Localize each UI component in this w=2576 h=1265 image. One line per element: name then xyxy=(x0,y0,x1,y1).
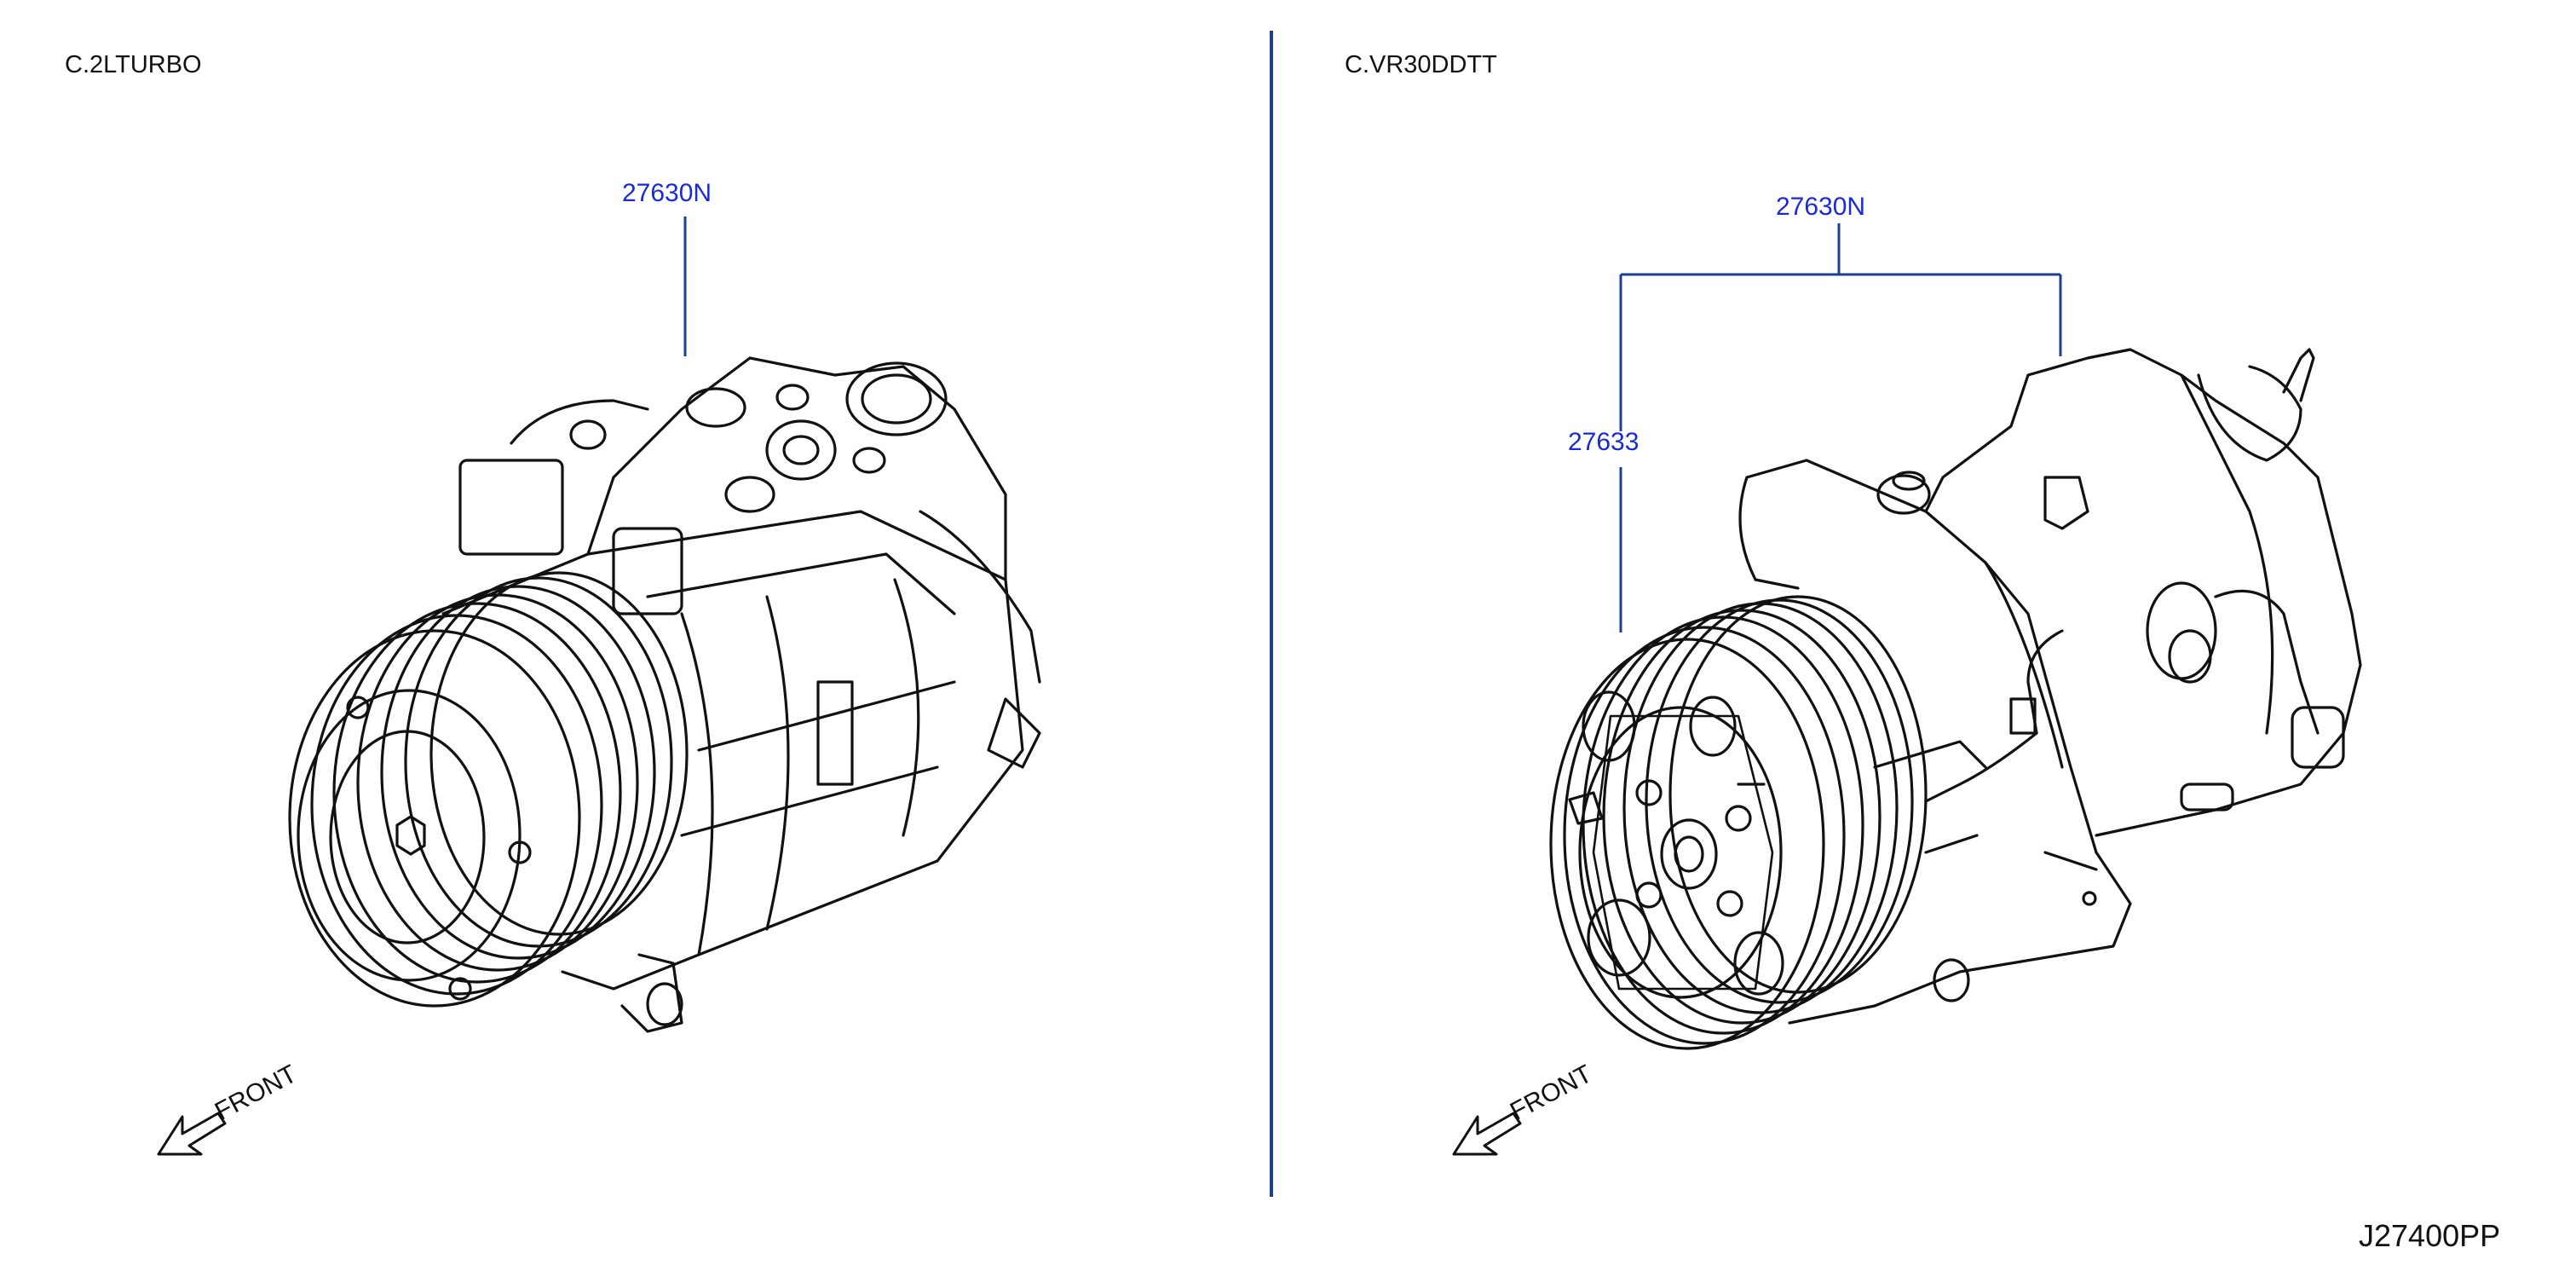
engine-label-left: C.2LTURBO xyxy=(65,51,202,78)
part-callout-right-27633[interactable]: 27633 xyxy=(1568,428,1640,456)
compressor-illustration-right xyxy=(1549,348,2362,1050)
part-callout-right-27630N[interactable]: 27630N xyxy=(1776,193,1866,221)
leader-bracket-right-27630N xyxy=(1619,223,2062,431)
figure-code: J27400PP xyxy=(2359,1218,2501,1253)
compressor-illustration-left xyxy=(288,356,1041,1033)
front-arrow-icon xyxy=(157,1112,227,1156)
engine-label-right: C.VR30DDTT xyxy=(1345,51,1497,78)
part-callout-left-27630N[interactable]: 27630N xyxy=(622,179,712,207)
front-arrow-icon xyxy=(1452,1112,1522,1156)
